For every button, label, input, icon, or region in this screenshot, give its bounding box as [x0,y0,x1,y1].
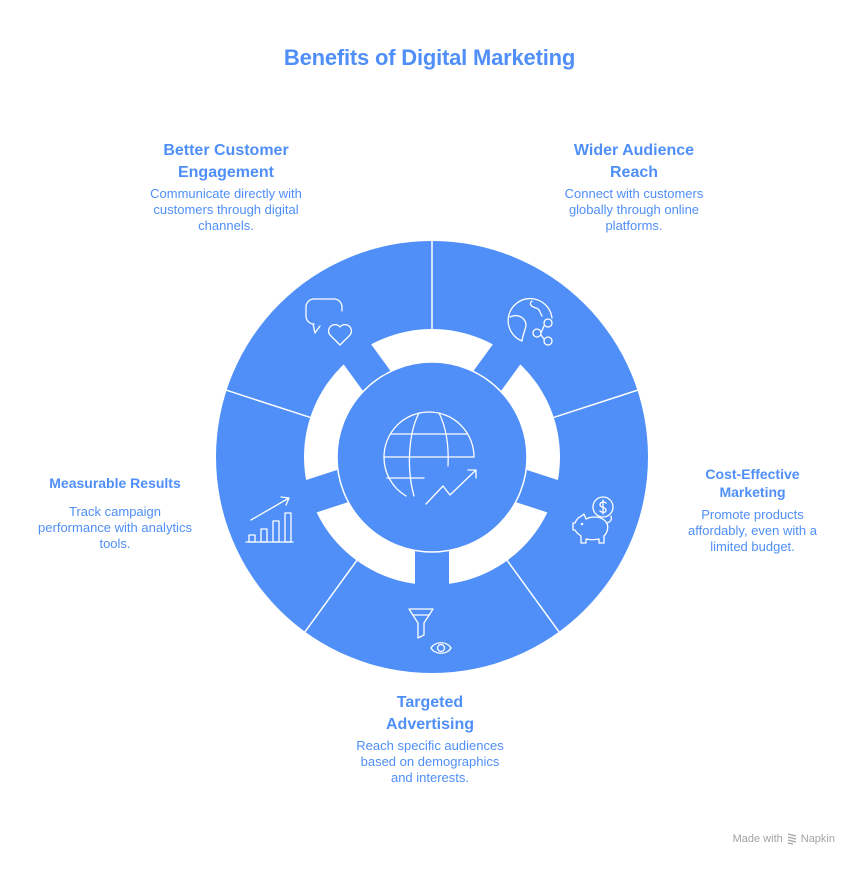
desc-line: Reach specific audiences [356,738,504,753]
segment-divider [506,560,561,633]
piggy-bank-icon [572,496,614,544]
desc-line: Promote products [701,507,804,522]
desc-line: platforms. [605,218,663,233]
desc-line: based on demographics [360,754,500,769]
segment-divider [303,560,358,633]
segment-divider [225,389,311,419]
desc-line: and interests. [390,770,470,785]
desc-line: Connect with customers [564,186,704,201]
diagram-title: Benefits of Digital Marketing [283,45,576,70]
title-line: Cost-Effective [705,466,800,482]
title-line: Measurable Results [49,475,181,491]
desc-line: globally through online [568,202,700,217]
desc-line: limited budget. [710,539,795,554]
segment-title: Measurable Results [20,474,210,492]
desc-line: performance with analytics [38,520,192,535]
funnel-eye-icon [408,608,452,654]
desc-line: customers through digital [153,202,299,217]
desc-line: tools. [99,536,131,551]
title-line: Better Customer [163,142,289,159]
title-line: Marketing [719,484,786,500]
title-line: Engagement [177,164,274,181]
title-line: Targeted [396,694,464,711]
chat-heart-icon [305,298,353,346]
segment-divider [553,389,639,419]
desc-line: channels. [198,218,254,233]
desc-line: Track campaign [69,504,161,519]
globe-share-icon [507,297,553,346]
desc-line: affordably, even with a [688,523,817,538]
globe-growth-icon [383,411,477,505]
desc-line: Communicate directly with [150,186,302,201]
title-line: Advertising [385,716,474,733]
bar-chart-growth-icon [245,496,294,543]
title-line: Reach [609,164,659,181]
title-line: Wider Audience [573,142,695,159]
footer-brand: Napkin [800,833,835,845]
made-with-napkin-footer: Made with Napkin [733,833,835,845]
footer-text: Made with [732,833,783,845]
napkin-logo-icon [787,833,796,845]
